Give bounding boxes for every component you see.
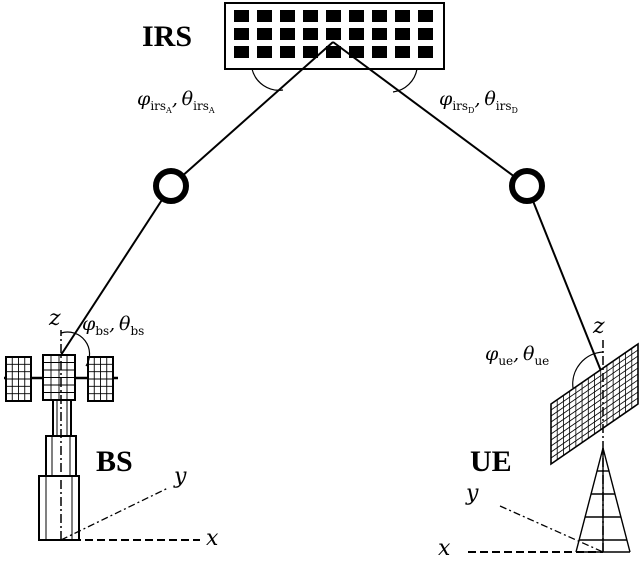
irs-departure-angle-label: φirsD, θirsD [439, 88, 518, 115]
irs-element [257, 28, 272, 40]
bs-z-axis-label: z [49, 306, 61, 331]
irs-element [395, 28, 410, 40]
ue-antenna-panel [550, 342, 639, 466]
bs-antenna-panel [87, 356, 114, 402]
irs-element [257, 10, 272, 22]
bs-axes [60, 330, 200, 541]
irs-element [418, 46, 433, 58]
irs-angle-arc-right [392, 68, 418, 93]
irs-element [303, 46, 318, 58]
irs-element [257, 46, 272, 58]
irs-panel [224, 2, 445, 93]
ue-label: UE [470, 445, 512, 478]
path-bs-to-relay [60, 185, 172, 356]
relay-point-left [153, 168, 189, 204]
bs-antenna-panel [42, 354, 76, 401]
irs-element [372, 46, 387, 58]
path-relay-to-irs [170, 41, 334, 187]
irs-angle-arc-left [251, 68, 284, 91]
irs-element [372, 28, 387, 40]
irs-element [280, 28, 295, 40]
bs-label: BS [96, 445, 133, 478]
irs-element [418, 28, 433, 40]
irs-element [234, 10, 249, 22]
ue-y-axis [499, 505, 604, 553]
bs-x-axis-label: x [206, 526, 219, 551]
bs-tower-section-1 [52, 397, 72, 437]
ue-angle-label: φue, θue [485, 343, 550, 368]
irs-element [280, 46, 295, 58]
irs-arrival-angle-label: φirsA, θirsA [137, 88, 215, 115]
ue-axes [468, 340, 604, 553]
irs-element [326, 10, 341, 22]
ue-y-axis-label: y [466, 481, 479, 506]
bs-y-axis-label: y [174, 464, 187, 489]
propagation-paths [60, 41, 604, 377]
irs-label: IRS [142, 20, 193, 53]
irs-element [303, 10, 318, 22]
irs-element [349, 46, 364, 58]
irs-element [418, 10, 433, 22]
path-irs-to-relay [332, 41, 528, 187]
bs-angle-arc [60, 331, 91, 367]
ue-z-axis-label: z [593, 314, 605, 339]
irs-element [395, 10, 410, 22]
ue-tower-frame [575, 447, 631, 553]
path-relay-to-ue [526, 185, 604, 377]
ue-angle-arc [572, 351, 604, 389]
irs-element [326, 28, 341, 40]
irs-element [349, 10, 364, 22]
irs-element [349, 28, 364, 40]
relay-point-right [509, 168, 545, 204]
irs-element [395, 46, 410, 58]
irs-element [234, 46, 249, 58]
irs-element [326, 46, 341, 58]
irs-element [303, 28, 318, 40]
bs-antenna-panel [5, 356, 32, 402]
bs-y-axis [60, 487, 169, 541]
irs-element [234, 28, 249, 40]
bs-antenna-panels [5, 354, 114, 402]
irs-element [280, 10, 295, 22]
bs-angle-label: φbs, θbs [82, 313, 145, 338]
bs-tower-section-3 [38, 475, 80, 541]
irs-element [372, 10, 387, 22]
ue-x-axis-label: x [438, 536, 451, 561]
irs-element-grid [234, 10, 433, 58]
